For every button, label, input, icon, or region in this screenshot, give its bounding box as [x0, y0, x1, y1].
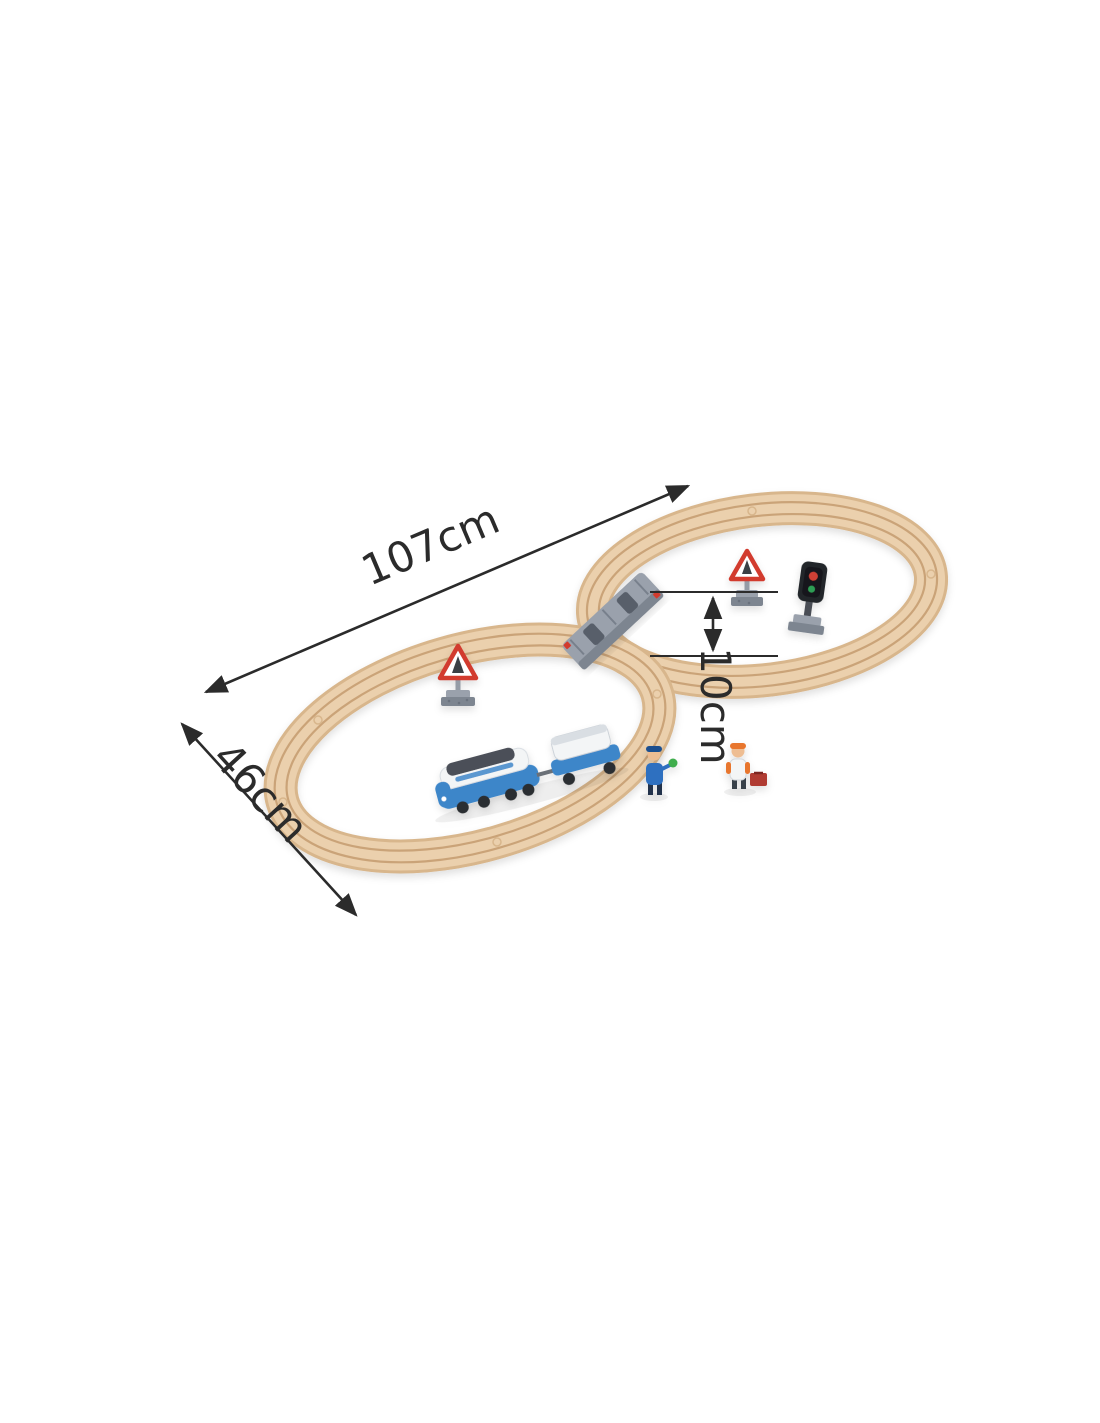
figure-arm	[726, 762, 731, 774]
track-connector-icon	[492, 837, 502, 847]
figure-leg	[657, 783, 662, 795]
figure-leg	[732, 778, 737, 789]
length-dimension-arrow	[203, 484, 691, 694]
wagon-chassis	[550, 744, 621, 776]
track-connector-icon	[926, 569, 936, 579]
wheel-icon	[477, 795, 490, 808]
wheel-icon	[603, 762, 616, 775]
figure-eight-track	[263, 491, 949, 874]
engine-chassis	[439, 764, 540, 809]
track-connector-icon	[652, 689, 662, 699]
figure-leg	[648, 783, 653, 795]
lower-track-loop	[263, 622, 677, 874]
track-connector-icon	[747, 506, 757, 516]
figure-arm	[660, 763, 672, 771]
engine-nose	[435, 781, 454, 808]
wheel-icon	[505, 788, 518, 801]
engine-roof-windows	[446, 747, 515, 776]
sign-base	[446, 690, 470, 698]
conductor-figure	[640, 746, 678, 801]
signal-green-light-icon	[808, 585, 816, 593]
track-connector-icon	[313, 715, 323, 725]
signal-red-light-icon	[808, 571, 818, 581]
figure-leg	[741, 778, 746, 789]
passenger-train	[435, 724, 629, 823]
wheel-icon	[562, 772, 575, 785]
width-dimension-arrow	[180, 722, 358, 917]
coupling	[536, 768, 555, 778]
warning-sign-upper	[728, 548, 766, 606]
wagon-cargo-top	[550, 724, 608, 746]
traveler-figure	[724, 743, 767, 796]
traveler-cap-icon	[730, 743, 746, 749]
green-signal-paddle-icon	[668, 758, 678, 768]
figure-body	[646, 763, 663, 785]
height-dimension-label: 10cm	[691, 647, 740, 764]
headlight-icon	[441, 796, 447, 802]
conductor-cap-icon	[646, 746, 662, 752]
signal-light	[787, 561, 828, 635]
train-engine	[435, 747, 540, 814]
sign-base-step	[731, 597, 763, 606]
sign-post	[744, 579, 750, 592]
wheel-icon	[522, 783, 535, 796]
figure-arm	[745, 762, 750, 774]
wheel-icon	[456, 801, 469, 814]
signal-base-step	[787, 621, 825, 635]
sign-base-step	[441, 697, 475, 706]
sign-arrow-icon	[742, 560, 752, 574]
length-dimension-label: 107cm	[354, 494, 506, 595]
cargo-wagon	[550, 724, 621, 785]
signal-post	[803, 601, 813, 618]
red-suitcase-icon	[750, 773, 767, 786]
engine-stripe	[455, 762, 514, 782]
